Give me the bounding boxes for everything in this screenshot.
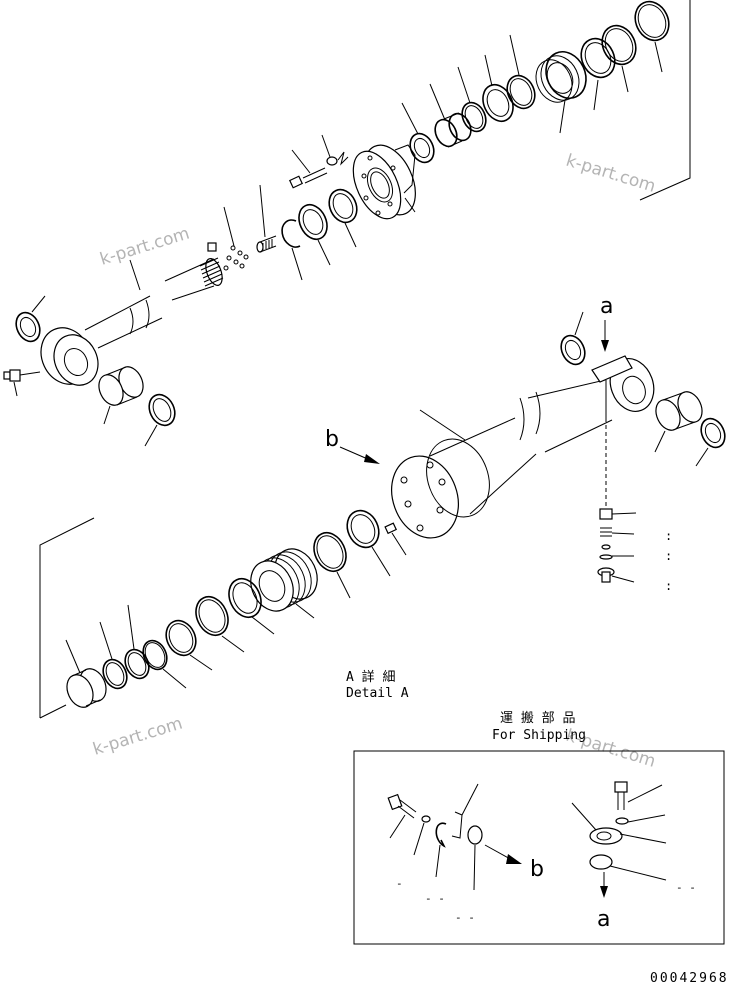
svg-text::: :: [665, 549, 672, 563]
lower-nut: [65, 639, 107, 708]
tube-bushing: [654, 391, 703, 453]
shipping-cap-right: [589, 854, 667, 881]
document-number: 00042968: [650, 971, 729, 985]
shipping-arrow-a-icon: [600, 886, 608, 898]
shipping-ref-b: b: [530, 857, 544, 882]
lower-plug: [384, 522, 407, 556]
head-flange-ring-a: [328, 188, 358, 248]
lower-ring-8: [99, 621, 128, 690]
head-washer: [321, 134, 349, 166]
top-seal-ring-3: [580, 37, 616, 111]
set-screw: [256, 184, 277, 253]
svg-text::: :: [665, 579, 672, 593]
dash-mark-2: - -: [425, 892, 445, 905]
ref-label-b-mid: b: [325, 427, 339, 452]
detail-a-jp: A 詳 細: [346, 669, 395, 685]
tube-dust-seal: [560, 311, 586, 366]
top-piston-packing: [535, 51, 587, 134]
svg-text::: :: [665, 529, 672, 543]
shipping-jp: 運 搬 部 品: [500, 711, 575, 726]
arrow-b-mid-icon: [364, 454, 380, 464]
watermark-2: k-part.com: [564, 151, 658, 197]
shipping-clamp-left: [435, 783, 479, 878]
lower-ring-5: [165, 619, 213, 671]
lower-ring-6: [142, 639, 187, 689]
rod-eye: [40, 327, 99, 386]
lower-group-bracket: [39, 517, 95, 718]
shipping-clamp-right: [571, 802, 667, 845]
shipping-bolt-left: [387, 793, 417, 839]
cylinder-tube: [391, 379, 613, 539]
top-seal-ring-5: [482, 54, 514, 123]
rod-eye-dust-seal: [15, 295, 46, 343]
detail-a-stack: : : :: [597, 418, 672, 593]
grease-fitting: [3, 369, 41, 397]
cylinder-head: [352, 144, 416, 220]
plug: [207, 242, 217, 252]
dash-mark-1: -: [396, 877, 403, 890]
shipping-ref-a: a: [597, 907, 610, 932]
rod-eye-bushing: [98, 366, 144, 425]
lower-piston: [250, 548, 318, 619]
ref-label-a-top: a: [600, 294, 613, 319]
lower-ring-1: [346, 509, 391, 577]
lower-ring-2: [313, 531, 351, 599]
watermark-3: k-part.com: [91, 714, 185, 760]
tube-seal: [695, 417, 726, 467]
head-flange-ring-b: [298, 203, 331, 266]
tube-clevis: [591, 355, 655, 418]
top-bushing: [429, 83, 472, 148]
shipping-parts-box: [353, 750, 725, 945]
shipping-bolt-right: [614, 781, 663, 810]
detail-a-en: Detail A: [346, 686, 409, 701]
top-seal-ring-1: [634, 0, 670, 73]
top-seal-ring-7: [401, 102, 435, 164]
head-bolt: [288, 149, 328, 189]
lower-ring-7: [124, 604, 150, 680]
lower-ring-3: [228, 577, 275, 635]
lower-ring-4: [195, 595, 245, 653]
dash-mark-4: - -: [676, 881, 696, 894]
steel-balls: [223, 206, 249, 271]
shipping-arrow-b-icon: [506, 854, 522, 864]
snap-ring: [281, 219, 303, 281]
upper-group-bracket: [639, 0, 691, 201]
dash-mark-3: - -: [455, 911, 475, 924]
watermark-1: k-part.com: [98, 224, 192, 270]
shipping-washer-left: [413, 815, 431, 856]
piston-rod: [84, 257, 224, 349]
top-seal-ring-4: [506, 34, 536, 110]
shipping-en: For Shipping: [492, 728, 586, 743]
rod-eye-seal: [144, 393, 176, 447]
arrow-a-top-icon: [601, 340, 609, 352]
top-seal-ring-2: [601, 24, 637, 93]
top-seal-ring-6: [457, 66, 487, 133]
shipping-washer-right: [615, 814, 666, 825]
shipping-cap-left: [467, 825, 483, 891]
